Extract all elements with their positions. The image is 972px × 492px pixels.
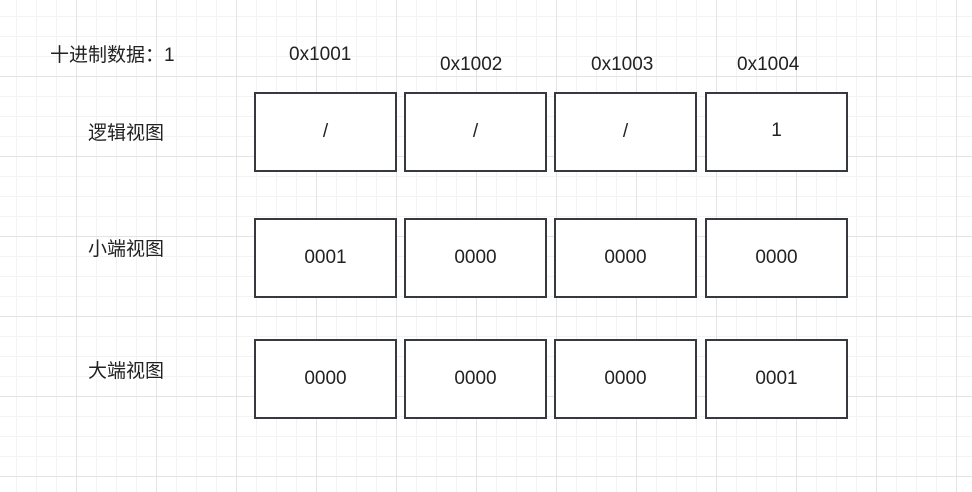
logical-cell-0x1001: / [254,92,397,172]
logical-cell-0x1004: 1 [705,92,848,172]
address-label-0x1004: 0x1004 [737,54,800,75]
big-endian-cell-0x1001: 0000 [254,339,397,419]
row-label-big-endian-view: 大端视图 [88,361,165,382]
address-label-0x1001: 0x1001 [289,44,352,65]
little-endian-cell-0x1001: 0001 [254,218,397,298]
little-endian-cell-0x1002: 0000 [404,218,547,298]
little-endian-cell-0x1003: 0000 [554,218,697,298]
row-label-little-endian-view: 小端视图 [88,239,165,260]
address-label-0x1002: 0x1002 [440,54,503,75]
logical-cell-0x1003: / [554,92,697,172]
decimal-data-title: 十进制数据：1 [50,45,175,66]
big-endian-cell-0x1003: 0000 [554,339,697,419]
big-endian-cell-0x1002: 0000 [404,339,547,419]
logical-cell-0x1002: / [404,92,547,172]
big-endian-cell-0x1004: 0001 [705,339,848,419]
little-endian-cell-0x1004: 0000 [705,218,848,298]
row-label-logical-view: 逻辑视图 [88,123,165,144]
address-label-0x1003: 0x1003 [591,54,654,75]
